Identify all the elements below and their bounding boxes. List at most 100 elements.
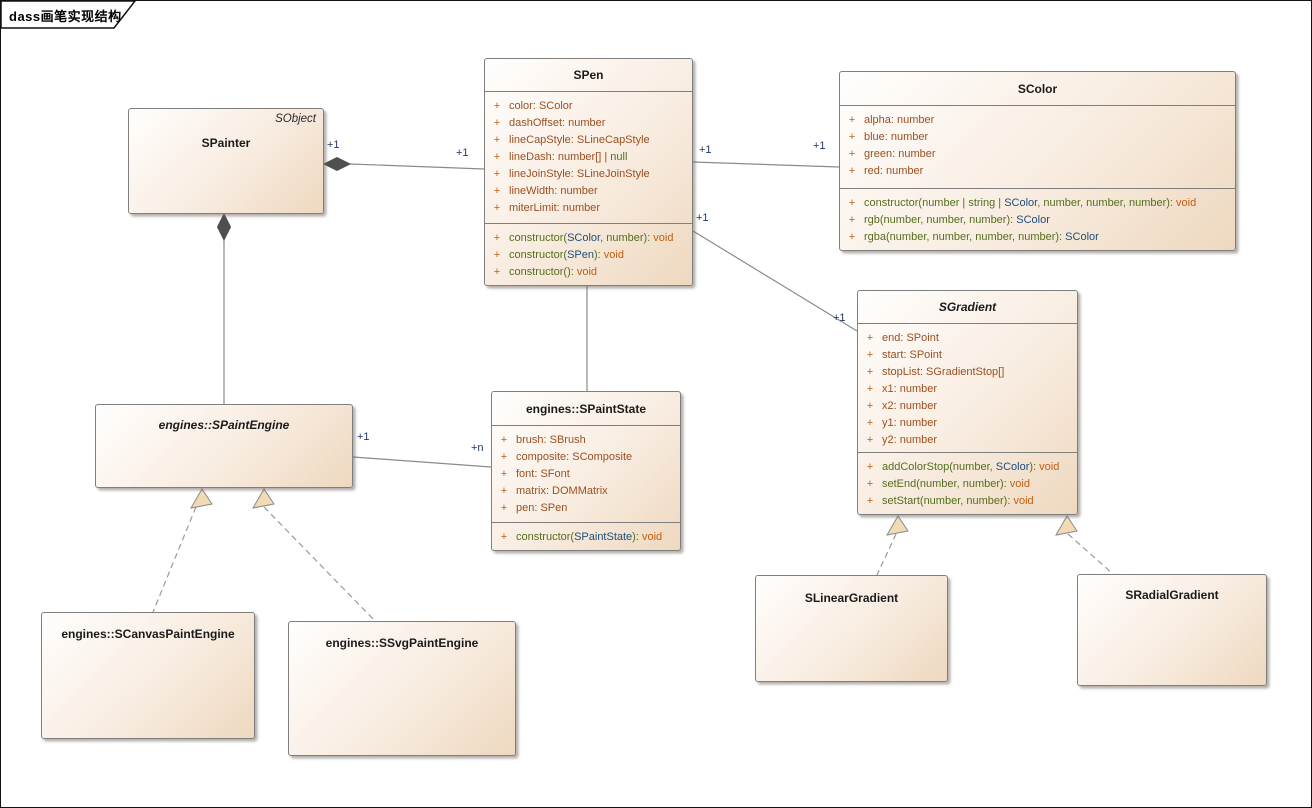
visibility-marker: +: [848, 165, 856, 177]
generalization-slineargradient-sgradient: [876, 515, 909, 576]
member-text: lineJoinStyle: SLineJoinStyle: [509, 168, 650, 180]
visibility-marker: +: [493, 249, 501, 261]
member-row: + start: SPoint: [858, 347, 1073, 364]
visibility-marker: +: [493, 151, 501, 163]
visibility-marker: +: [866, 383, 874, 395]
member-row: +constructor(SPaintState): void: [492, 529, 676, 546]
member-text: rgb(number, number, number): SColor: [864, 214, 1050, 226]
member-row: +constructor(SColor, number): void: [485, 230, 688, 247]
realization-scanvaspaintengine-spaintengine: [152, 488, 213, 613]
multiplicity-painter-pen-far: +1: [456, 147, 469, 159]
visibility-marker: +: [866, 349, 874, 361]
visibility-marker: +: [866, 434, 874, 446]
visibility-marker: +: [866, 332, 874, 344]
class-box-sradialgradient[interactable]: SRadialGradient: [1077, 574, 1267, 686]
visibility-marker: +: [493, 266, 501, 278]
member-row: +pen: SPen: [492, 500, 676, 517]
visibility-marker: +: [493, 202, 501, 214]
member-text: x2: number: [882, 400, 938, 412]
attributes-compartment: +color: SColor+dashOffset: number+lineCa…: [485, 91, 692, 223]
member-text: y1: number: [882, 417, 938, 429]
class-box-spen[interactable]: SPen +color: SColor+dashOffset: number+l…: [484, 58, 693, 286]
class-box-scanvaspaintengine[interactable]: engines::SCanvasPaintEngine: [41, 612, 255, 739]
stereotype-label: SObject: [275, 113, 316, 125]
member-row: + constructor(SPen): void: [485, 247, 688, 264]
member-row: +lineWidth: number: [485, 183, 688, 200]
member-text: red: number: [864, 165, 924, 177]
member-text: constructor(SColor, number): void: [509, 232, 674, 244]
member-text: alpha: number: [864, 114, 935, 126]
visibility-marker: +: [500, 434, 508, 446]
methods-compartment: +addColorStop(number, SColor): void + setE…: [858, 452, 1077, 514]
visibility-marker: +: [866, 400, 874, 412]
member-text: font: SFont: [516, 468, 570, 480]
member-row: +stopList: SGradientStop[]: [858, 364, 1073, 381]
member-row: +constructor(number | string | SColor, n…: [840, 195, 1231, 212]
visibility-marker: +: [500, 451, 508, 463]
member-row: +addColorStop(number, SColor): void: [858, 459, 1073, 476]
class-box-sgradient[interactable]: SGradient +end: SPoint+start: SPoint+sto…: [857, 290, 1078, 515]
class-box-slineargradient[interactable]: SLinearGradient: [755, 575, 948, 682]
member-row: + setEnd(number, number): void: [858, 476, 1073, 493]
frame-tab-label: dass画笔实现结构: [9, 9, 122, 24]
member-text: color: SColor: [509, 100, 573, 112]
member-row: +end: SPoint: [858, 330, 1073, 347]
member-row: + rgba(number, number, number, number): S…: [840, 229, 1231, 246]
member-row: + red: number: [840, 163, 1231, 180]
class-title: SLinearGradient: [804, 591, 899, 605]
multiplicity-engine-state-far: +n: [471, 442, 484, 454]
member-text: x1: number: [882, 383, 938, 395]
member-text: constructor(SPen): void: [509, 249, 624, 261]
generalization-sradialgradient-sgradient: [1055, 515, 1114, 575]
visibility-marker: +: [848, 148, 856, 160]
visibility-marker: +: [500, 485, 508, 497]
member-row: + y2: number: [858, 432, 1073, 449]
member-row: + x1: number: [858, 381, 1073, 398]
attributes-compartment: +brush: SBrush+composite: SComposite+fon…: [492, 425, 680, 522]
visibility-marker: +: [500, 531, 508, 543]
member-text: setStart(number, number): void: [882, 495, 1034, 507]
methods-compartment: +constructor(SColor, number): void+const…: [485, 223, 692, 285]
class-title: engines::SPaintEngine: [158, 418, 290, 432]
visibility-marker: +: [500, 502, 508, 514]
member-text: miterLimit: number: [509, 202, 601, 214]
methods-compartment: +constructor(SPaintState): void: [492, 522, 680, 550]
member-row: +setStart(number, number): void: [858, 493, 1073, 510]
member-text: composite: SComposite: [516, 451, 633, 463]
visibility-marker: +: [866, 478, 874, 490]
class-box-spaintstate[interactable]: engines::SPaintState +brush: SBrush+comp…: [491, 391, 681, 551]
member-text: stopList: SGradientStop[]: [882, 366, 1005, 378]
member-text: rgba(number, number, number, number): SC…: [864, 231, 1099, 243]
multiplicity-pen-color-near: +1: [699, 144, 712, 156]
class-title: engines::SPaintState: [525, 401, 647, 416]
class-box-scolor[interactable]: SColor +alpha: number+blue: number+green…: [839, 71, 1236, 251]
member-row: +green: number: [840, 146, 1231, 163]
visibility-marker: +: [493, 100, 501, 112]
class-box-spainter[interactable]: SObject SPainter: [128, 108, 324, 214]
visibility-marker: +: [848, 131, 856, 143]
frame-tab[interactable]: [1, 1, 151, 33]
methods-compartment: +constructor(number | string | SColor, n…: [840, 188, 1235, 250]
multiplicity-pen-gradient-near: +1: [696, 212, 709, 224]
visibility-marker: +: [848, 231, 856, 243]
member-text: addColorStop(number, SColor): void: [882, 461, 1060, 473]
class-title: SRadialGradient: [1125, 588, 1219, 602]
member-text: start: SPoint: [882, 349, 942, 361]
visibility-marker: +: [493, 168, 501, 180]
member-text: setEnd(number, number): void: [882, 478, 1030, 490]
realization-ssvgpaintengine-spaintengine: [252, 488, 376, 622]
class-box-spaintengine[interactable]: engines::SPaintEngine: [95, 404, 353, 488]
member-text: y2: number: [882, 434, 938, 446]
member-row: + miterLimit: number: [485, 200, 688, 217]
member-row: +rgb(number, number, number): SColor: [840, 212, 1231, 229]
class-box-ssvgpaintengine[interactable]: engines::SSvgPaintEngine: [288, 621, 516, 756]
visibility-marker: +: [493, 117, 501, 129]
visibility-marker: +: [866, 417, 874, 429]
member-text: lineDash: number[] | null: [509, 151, 628, 163]
member-row: +brush: SBrush: [492, 432, 676, 449]
member-row: +blue: number: [840, 129, 1231, 146]
composition-spainter-spen: [322, 156, 485, 172]
member-text: matrix: DOMMatrix: [516, 485, 608, 497]
